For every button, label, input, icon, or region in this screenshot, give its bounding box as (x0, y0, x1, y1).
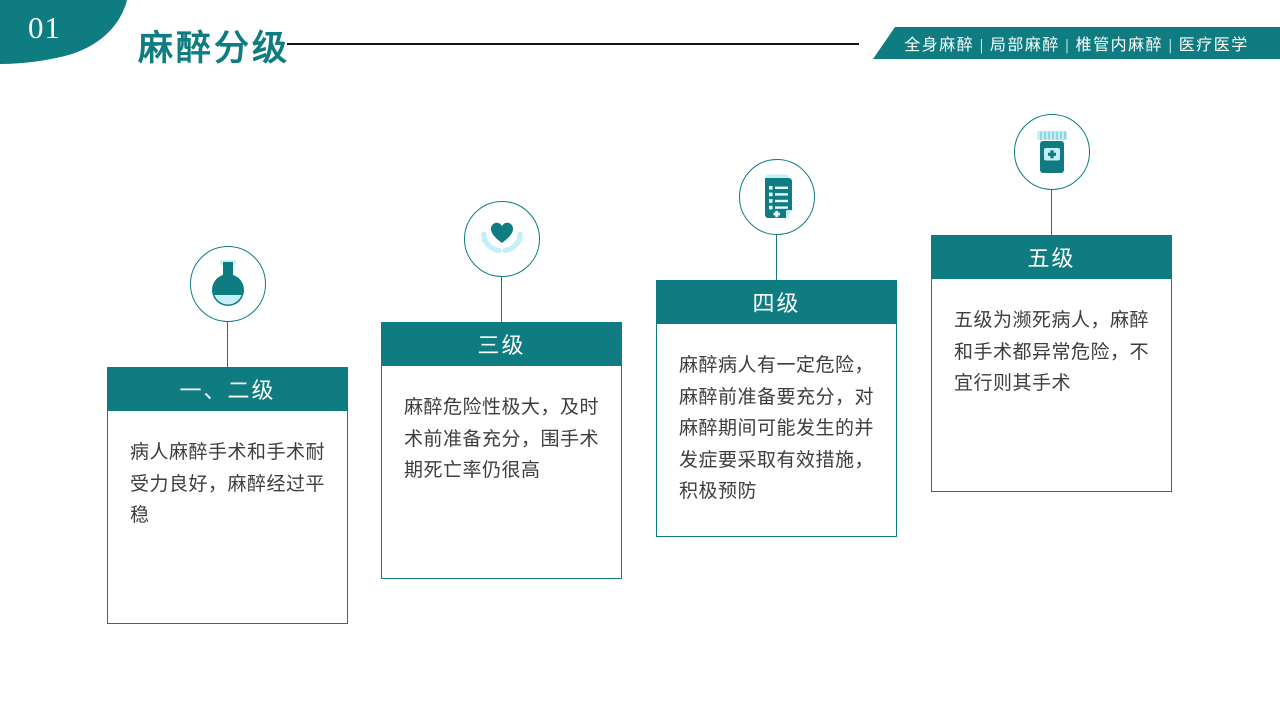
slide-number-shape (0, 0, 127, 64)
card-body-text: 五级为濒死病人，麻醉和手术都异常危险，不宜行则其手术 (931, 279, 1172, 492)
connector-line (226, 322, 229, 367)
heart-hands-icon (463, 201, 540, 277)
card-title: 五级 (931, 235, 1172, 279)
keyword-banner-text: 全身麻醉 | 局部麻醉 | 椎管内麻醉 | 医疗医学 (904, 37, 1249, 54)
keyword-banner: 全身麻醉 | 局部麻醉 | 椎管内麻醉 | 医疗医学 (873, 27, 1280, 59)
page-title: 麻醉分级 (138, 29, 291, 68)
level-card-1-2: 一、二级 病人麻醉手术和手术耐受力良好，麻醉经过平稳 (107, 246, 348, 624)
level-card-3: 三级 麻醉危险性极大，及时术前准备充分，围手术期死亡率仍很高 (381, 201, 622, 579)
card-title: 四级 (656, 280, 897, 324)
connector-line (775, 235, 778, 280)
connector-line (1050, 190, 1053, 235)
card-title: 一、二级 (107, 367, 348, 411)
level-card-4: 四级 麻醉病人有一定危险，麻醉前准备要充分，对麻醉期间可能发生的并发症要采取有效… (656, 159, 897, 537)
flask-icon (189, 246, 266, 322)
card-body-text: 麻醉危险性极大，及时术前准备充分，围手术期死亡率仍很高 (381, 366, 622, 579)
slide-number: 01 (28, 10, 61, 45)
card-body-text: 麻醉病人有一定危险，麻醉前准备要充分，对麻醉期间可能发生的并发症要采取有效措施，… (656, 324, 897, 537)
level-card-5: 五级 五级为濒死病人，麻醉和手术都异常危险，不宜行则其手术 (931, 114, 1172, 492)
medicine-bottle-icon (1013, 114, 1090, 190)
card-title: 三级 (381, 322, 622, 366)
title-divider-line (287, 43, 859, 45)
connector-line (500, 277, 503, 322)
clipboard-icon (738, 159, 815, 235)
card-body-text: 病人麻醉手术和手术耐受力良好，麻醉经过平稳 (107, 411, 348, 624)
